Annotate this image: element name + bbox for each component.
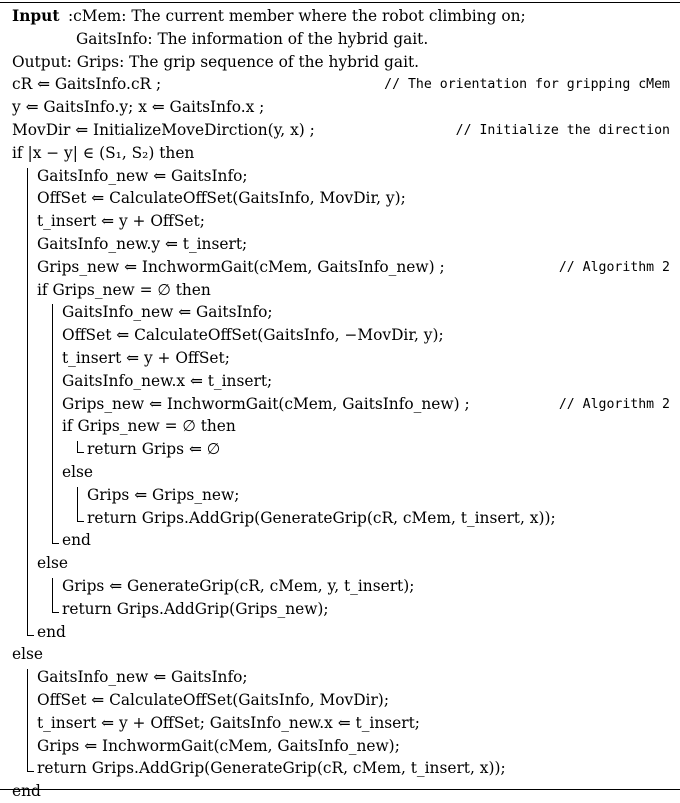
algo-line: Grips_new ⇐ InchwormGait(cMem, GaitsInfo… [0, 256, 680, 279]
algo-line: else [0, 461, 680, 484]
algo-line: else [0, 552, 680, 575]
algo-line-text: GaitsInfo_new.x ⇐ t_insert; [62, 371, 273, 390]
block-guide [27, 669, 28, 772]
algo-line: return Grips.AddGrip(GenerateGrip(cR, cM… [0, 507, 680, 530]
algo-line-text: t_insert ⇐ y + OffSet; [37, 212, 205, 231]
algo-line-text: t_insert ⇐ y + OffSet; [62, 349, 230, 367]
algo-line: Grips ⇐ Grips_new; [0, 484, 680, 507]
algo-line-text: if Grips_new = ∅ then [62, 417, 236, 436]
algo-line: GaitsInfo_new ⇐ GaitsInfo; [0, 666, 680, 689]
algo-line-text: Output: Grips: The grip sequence of the … [12, 52, 420, 71]
algo-line: GaitsInfo_new ⇐ GaitsInfo; [0, 165, 680, 188]
algo-line: end [0, 621, 680, 644]
algo-line-text: y ⇐ GaitsInfo.y; x ⇐ GaitsInfo.x ; [12, 98, 265, 117]
algo-line-text: GaitsInfo_new ⇐ GaitsInfo; [62, 303, 273, 322]
algo-line-text: t_insert ⇐ y + OffSet; GaitsInfo_new.x ⇐… [37, 713, 420, 732]
algo-line: cR ⇐ GaitsInfo.cR ; // The orientation fo… [0, 73, 680, 96]
algo-line: Input [0, 5, 680, 28]
algo-line: OffSet ⇐ CalculateOffSet(GaitsInfo, −Mov… [0, 324, 680, 347]
algo-line: y ⇐ GaitsInfo.y; x ⇐ GaitsInfo.x ; [0, 96, 680, 119]
algo-line-text: Grips ⇐ InchwormGait(cMem, GaitsInfo_new… [37, 736, 400, 755]
algo-line: if Grips_new = ∅ then [0, 415, 680, 438]
algo-comment: // The orientation for gripping cMem [384, 77, 670, 93]
algo-line: GaitsInfo_new.x ⇐ t_insert; [0, 370, 680, 393]
algo-line-text: return Grips.AddGrip(GenerateGrip(cR, cM… [37, 759, 506, 778]
algo-line: t_insert ⇐ y + OffSet; GaitsInfo_new.x ⇐… [0, 712, 680, 735]
algo-line-text: return Grips.AddGrip(Grips_new); [62, 599, 329, 618]
algo-line-text: Input [12, 7, 60, 25]
algo-line: end [0, 529, 680, 552]
algo-line-text: else [62, 463, 94, 481]
block-guide-hook [52, 611, 59, 613]
algo-line: Grips ⇐ GenerateGrip(cR, cMem, y, t_inse… [0, 575, 680, 598]
algo-line-text: cR ⇐ GaitsInfo.cR ; [12, 75, 162, 94]
algo-line: Grips ⇐ InchwormGait(cMem, GaitsInfo_new… [0, 735, 680, 758]
algo-line: if |x − y| ∈ (S₁, S₂) then [0, 142, 680, 165]
algo-line-text: Grips_new ⇐ InchwormGait(cMem, GaitsInfo… [37, 257, 445, 276]
algo-line-text: Grips ⇐ Grips_new; [87, 485, 240, 504]
algo-line: if Grips_new = ∅ then [0, 279, 680, 302]
algo-line-text: OffSet ⇐ CalculateOffSet(GaitsInfo, −Mov… [62, 326, 444, 345]
algo-line: t_insert ⇐ y + OffSet; [0, 347, 680, 370]
algo-line-text: OffSet ⇐ CalculateOffSet(GaitsInfo, MovD… [37, 189, 406, 208]
algo-line: return Grips.AddGrip(GenerateGrip(cR, cM… [0, 757, 680, 780]
algo-comment: // Algorithm 2 [558, 396, 670, 412]
block-guide-hook [52, 543, 59, 545]
algo-line: Grips_new ⇐ InchwormGait(cMem, GaitsInfo… [0, 393, 680, 416]
algo-line: GaitsInfo_new.y ⇐ t_insert; [0, 233, 680, 256]
block-guide [27, 167, 28, 635]
block-guide-hook [27, 771, 34, 773]
algo-line-text: end [37, 622, 66, 641]
algo-line-text: GaitsInfo_new ⇐ GaitsInfo; [37, 166, 248, 185]
algo-line: else [0, 643, 680, 666]
algo-line-text: return Grips.AddGrip(GenerateGrip(cR, cM… [87, 508, 556, 527]
algo-line-text: end [62, 531, 91, 550]
algo-line-text: if |x − y| ∈ (S₁, S₂) then [12, 143, 195, 162]
algo-line-text: GaitsInfo_new ⇐ GaitsInfo; [37, 668, 248, 687]
algo-line-text: else [12, 645, 44, 664]
block-guide [52, 578, 53, 612]
algo-line-text: MovDir ⇐ InitializeMoveDirction(y, x) ; [12, 121, 315, 139]
algo-comment: // Initialize the direction [455, 123, 670, 138]
block-guide [77, 486, 78, 521]
algo-line: Output: Grips: The grip sequence of the … [0, 51, 680, 74]
algo-line-text: return Grips ⇐ ∅ [87, 440, 221, 459]
bottom-rule [0, 789, 680, 790]
algo-line: return Grips.AddGrip(Grips_new); [0, 598, 680, 621]
algo-line: OffSet ⇐ CalculateOffSet(GaitsInfo, MovD… [0, 689, 680, 712]
algo-line-text: Grips_new ⇐ InchwormGait(cMem, GaitsInfo… [62, 394, 470, 413]
algo-line: t_insert ⇐ y + OffSet; [0, 210, 680, 233]
block-guide-hook [27, 634, 34, 636]
algo-line: return Grips ⇐ ∅ [0, 438, 680, 461]
block-guide-hook [77, 520, 84, 522]
algo-line-text: GaitsInfo_new.y ⇐ t_insert; [37, 235, 248, 253]
block-guide [52, 304, 53, 544]
algo-line: OffSet ⇐ CalculateOffSet(GaitsInfo, MovD… [0, 187, 680, 210]
algo-line: MovDir ⇐ InitializeMoveDirction(y, x) ; /… [0, 119, 680, 142]
algo-line-text: if Grips_new = ∅ then [37, 280, 211, 299]
input-desc-2: GaitsInfo: The information of the hybrid… [76, 29, 429, 48]
block-guide-hook [77, 452, 84, 454]
input-desc-1: :cMem: The current member where the robo… [68, 7, 526, 25]
algo-line-text: else [37, 554, 69, 573]
algo-line-text: Grips ⇐ GenerateGrip(cR, cMem, y, t_inse… [62, 577, 415, 595]
algo-comment: // Algorithm 2 [558, 259, 670, 275]
block-guide [77, 441, 78, 453]
algo-line: GaitsInfo_new ⇐ GaitsInfo; [0, 301, 680, 324]
algo-line-text: OffSet ⇐ CalculateOffSet(GaitsInfo, MovD… [37, 691, 390, 709]
top-rule [0, 2, 680, 3]
